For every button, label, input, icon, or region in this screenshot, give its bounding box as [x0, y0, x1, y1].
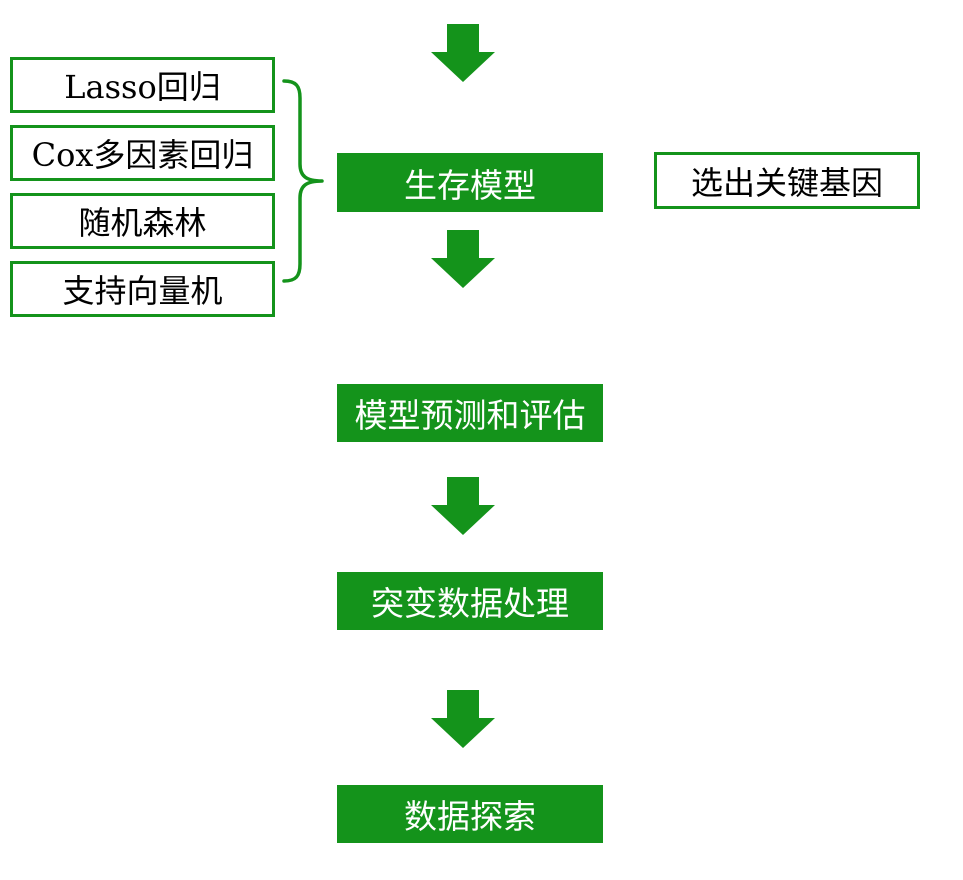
method-box-lasso: Lasso回归: [10, 57, 275, 113]
down-arrow-icon: [431, 230, 495, 288]
survival-model-box: 生存模型: [337, 153, 603, 212]
down-arrow-icon: [431, 24, 495, 82]
method-label: 支持向量机: [62, 272, 223, 310]
key-genes-label: 选出关键基因: [690, 163, 883, 202]
prediction-eval-label: 模型预测和评估: [354, 396, 586, 435]
method-label: Lasso回归: [64, 68, 221, 106]
method-label: Cox多因素回归: [31, 136, 254, 174]
mutation-processing-label: 突变数据处理: [371, 584, 569, 623]
data-exploration-box: 数据探索: [337, 785, 603, 843]
key-genes-box: 选出关键基因: [654, 152, 920, 209]
down-arrow-icon: [431, 690, 495, 748]
method-box-svm: 支持向量机: [10, 261, 275, 317]
prediction-eval-box: 模型预测和评估: [337, 384, 603, 442]
down-arrow-icon: [431, 477, 495, 535]
method-box-cox: Cox多因素回归: [10, 125, 275, 181]
survival-model-label: 生存模型: [404, 165, 536, 205]
right-brace-icon: [282, 79, 324, 283]
data-exploration-label: 数据探索: [404, 797, 536, 836]
method-box-random-forest: 随机森林: [10, 193, 275, 249]
method-label: 随机森林: [78, 204, 207, 242]
mutation-processing-box: 突变数据处理: [337, 572, 603, 630]
